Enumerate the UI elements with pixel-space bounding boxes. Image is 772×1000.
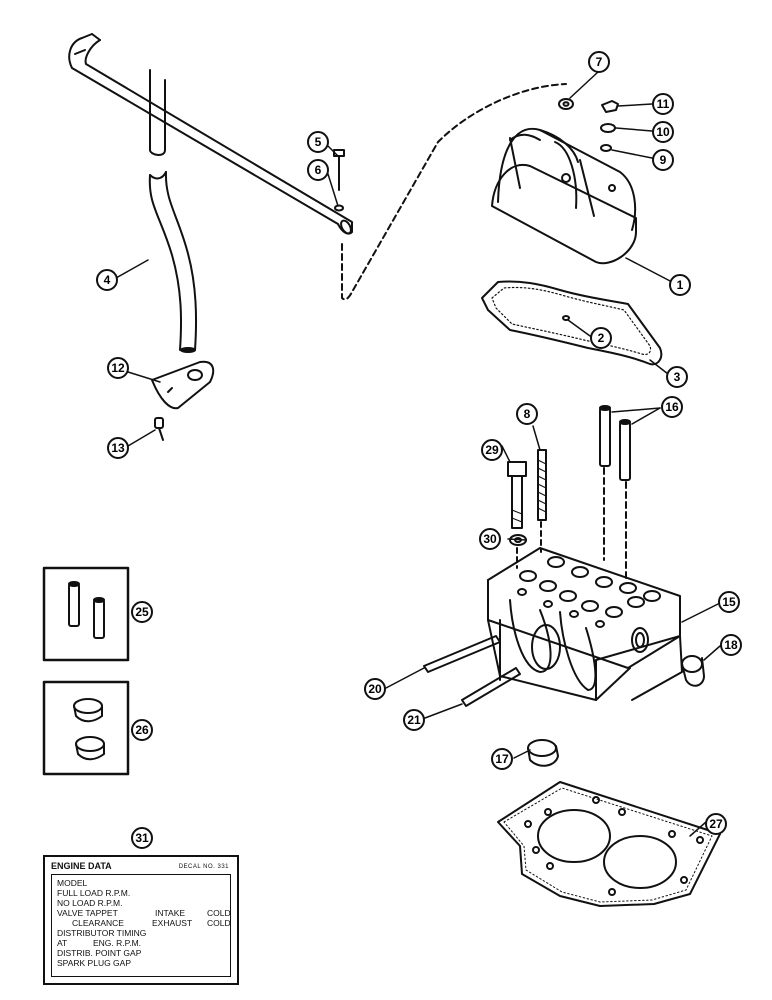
callout-6: 6 xyxy=(307,159,329,181)
callout-13: 13 xyxy=(107,437,129,459)
svg-text:8: 8 xyxy=(524,407,531,421)
decal-line: SPARK PLUG GAP xyxy=(57,958,132,968)
svg-text:2: 2 xyxy=(598,331,605,345)
svg-text:12: 12 xyxy=(111,361,125,375)
callout-1: 1 xyxy=(669,274,691,296)
callout-31: 31 xyxy=(131,827,153,849)
callout-16: 16 xyxy=(661,396,683,418)
callout-7: 7 xyxy=(588,51,610,73)
nut-11 xyxy=(601,100,619,113)
callout-9: 9 xyxy=(652,149,674,171)
bracket xyxy=(151,360,215,410)
svg-text:15: 15 xyxy=(722,595,736,609)
svg-text:29: 29 xyxy=(485,443,499,457)
rocker-arm-cover xyxy=(491,127,637,265)
leader-lines xyxy=(115,71,721,837)
svg-text:21: 21 xyxy=(407,713,421,727)
callout-18: 18 xyxy=(720,634,742,656)
decal-title: ENGINE DATA xyxy=(51,861,112,871)
bolt-29 xyxy=(507,461,527,529)
decal-line: DISTRIB. POINT GAP xyxy=(57,948,142,958)
plug-2 xyxy=(562,315,570,321)
svg-text:27: 27 xyxy=(709,817,723,831)
svg-text:26: 26 xyxy=(135,723,149,737)
callout-4: 4 xyxy=(96,269,118,291)
svg-text:16: 16 xyxy=(665,400,679,414)
grommet-7 xyxy=(558,98,574,110)
stud-20 xyxy=(423,635,501,673)
kit-box-25 xyxy=(42,566,130,662)
callout-5: 5 xyxy=(307,131,329,153)
insert-18 xyxy=(681,655,705,687)
svg-text:3: 3 xyxy=(674,370,681,384)
dowel-sleeves xyxy=(599,405,631,481)
svg-text:20: 20 xyxy=(368,682,382,696)
callout-30: 30 xyxy=(479,528,501,550)
callout-29: 29 xyxy=(481,439,503,461)
callout-8: 8 xyxy=(516,403,538,425)
callout-26: 26 xyxy=(131,719,153,741)
washer-6 xyxy=(334,204,344,212)
svg-text:30: 30 xyxy=(483,532,497,546)
svg-text:11: 11 xyxy=(657,97,670,111)
callout-3: 3 xyxy=(666,366,688,388)
svg-text:18: 18 xyxy=(724,638,738,652)
decal-number: DECAL NO. 331 xyxy=(178,864,229,870)
svg-text:7: 7 xyxy=(596,55,603,69)
decal-line: NO LOAD R.P.M. xyxy=(57,898,123,908)
callouts: 1 2 3 4 5 6 7 8 9 10 11 12 13 15 16 17 1… xyxy=(96,51,742,849)
callout-15: 15 xyxy=(718,591,740,613)
callout-2: 2 xyxy=(590,327,612,349)
svg-text:13: 13 xyxy=(111,441,125,455)
svg-text:31: 31 xyxy=(135,831,149,845)
callout-17: 17 xyxy=(491,748,513,770)
svg-text:5: 5 xyxy=(315,135,322,149)
svg-text:10: 10 xyxy=(656,125,670,139)
callout-11: 11 xyxy=(652,93,674,115)
head-gasket xyxy=(497,781,721,907)
callout-20: 20 xyxy=(364,678,386,700)
engine-data-decal: ENGINE DATA DECAL NO. 331 MODEL FULL LOA… xyxy=(43,855,239,985)
cylinder-head xyxy=(487,547,683,701)
breather-tube xyxy=(68,33,353,353)
gasket xyxy=(481,280,663,366)
washer-10 xyxy=(600,123,616,133)
callout-21: 21 xyxy=(403,709,425,731)
insert-kit-26 xyxy=(73,698,105,761)
svg-text:6: 6 xyxy=(315,163,322,177)
svg-text:25: 25 xyxy=(135,605,149,619)
svg-text:1: 1 xyxy=(677,278,684,292)
decal-line: FULL LOAD R.P.M. xyxy=(57,888,131,898)
decal-line: MODEL xyxy=(57,878,88,888)
callout-12: 12 xyxy=(107,357,129,379)
callout-27: 27 xyxy=(705,813,727,835)
svg-text:4: 4 xyxy=(104,273,111,287)
stud-21 xyxy=(461,667,521,707)
insert-17 xyxy=(527,739,559,767)
svg-text:9: 9 xyxy=(660,153,667,167)
sleeve-kit-25 xyxy=(68,581,105,639)
svg-text:17: 17 xyxy=(495,752,509,766)
washer-9 xyxy=(600,144,612,152)
decal-line: DISTRIBUTOR TIMING xyxy=(57,928,147,938)
callout-25: 25 xyxy=(131,601,153,623)
decal-fields: MODEL FULL LOAD R.P.M. NO LOAD R.P.M. VA… xyxy=(51,874,231,977)
stud-8 xyxy=(537,449,547,521)
screw-13 xyxy=(154,417,164,441)
kit-box-26 xyxy=(42,680,130,776)
routing-dash-line xyxy=(341,83,567,301)
screw-5 xyxy=(333,149,345,191)
callout-10: 10 xyxy=(652,121,674,143)
